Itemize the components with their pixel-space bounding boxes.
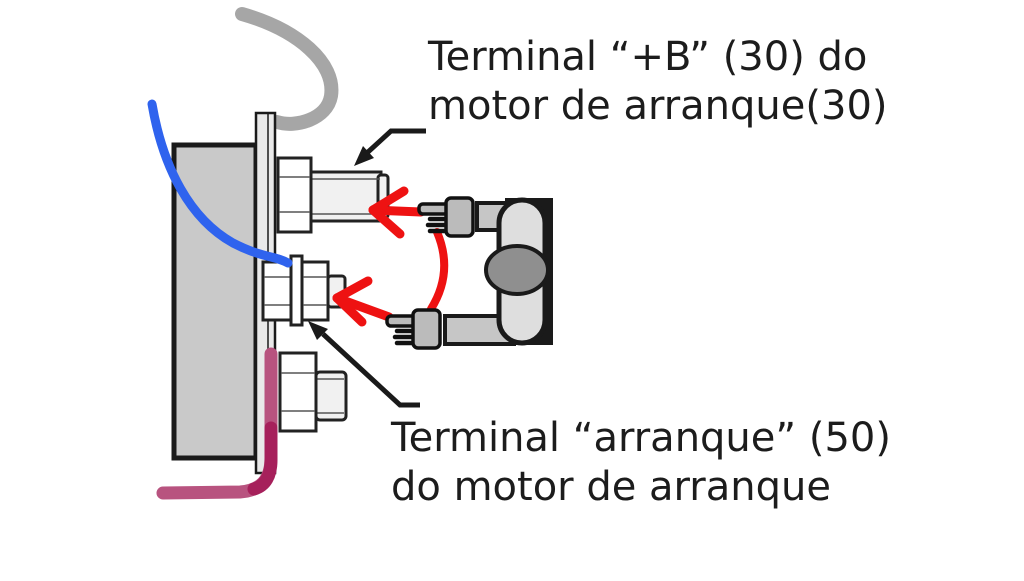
leader-arrow-terminal-50 [308,321,420,408]
red-arc [427,228,449,313]
red-arrow-lower-icon [332,276,394,327]
pointing-hand-upper-icon [417,196,475,238]
lower-terminal-bolt [278,351,348,433]
terminal-50-bolt [261,254,347,327]
leader-arrow-terminal-b [354,128,426,166]
label-terminal-50-line2: do motor de arranque [391,464,831,510]
maroon-wire [156,347,278,500]
label-terminal-b-line1: Terminal “+B” (30) do [428,34,868,80]
pointing-hand-lower-icon [385,308,442,350]
label-terminal-b: Terminal “+B” (30) do motor de arranque(… [428,33,888,131]
label-terminal-50-line1: Terminal “arranque” (50) [391,415,891,461]
terminal-b-bolt [276,156,390,234]
connector-tool [443,197,553,346]
tool-knob [484,244,550,296]
red-arrow-upper-icon [368,186,426,239]
blue-wire [147,99,293,268]
gray-wire [235,7,339,131]
label-terminal-50: Terminal “arranque” (50) do motor de arr… [391,414,891,512]
label-terminal-b-line2: motor de arranque(30) [428,83,888,129]
